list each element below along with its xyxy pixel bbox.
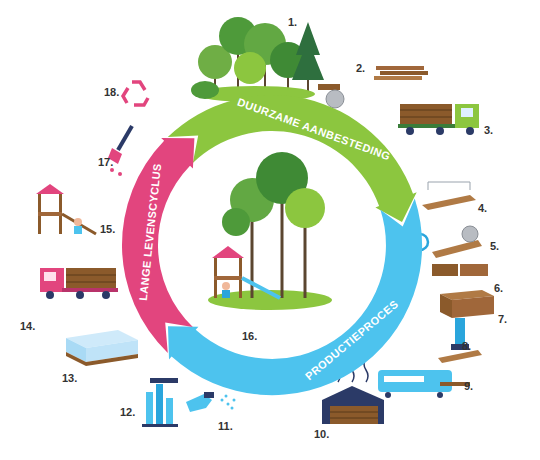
paint-brush-icon — [108, 126, 132, 176]
press-icon — [438, 318, 482, 363]
callout-number: 9. — [464, 380, 473, 392]
beam-icon — [440, 290, 494, 318]
callout-number: 11. — [218, 420, 233, 432]
delivery-truck-icon — [40, 268, 118, 299]
logs-icon — [374, 66, 428, 80]
callout-number: 10. — [314, 428, 329, 440]
band-arrow — [168, 199, 422, 396]
callout-number: 8. — [462, 340, 471, 352]
spray-icon — [186, 392, 236, 412]
callout-number: 13. — [62, 372, 77, 384]
band-arrow — [122, 138, 194, 353]
center-scene — [208, 152, 332, 310]
callout-number: 15. — [100, 223, 115, 235]
callout-number: 5. — [490, 240, 499, 252]
truck-icon — [398, 104, 479, 135]
callout-number: 18. — [104, 86, 119, 98]
callout-number: 16. — [242, 330, 257, 342]
callout-number: 6. — [494, 282, 503, 294]
forest-icon — [191, 17, 344, 108]
pallet-icon — [66, 330, 138, 366]
callout-number: 4. — [478, 202, 487, 214]
band-arrow — [168, 95, 417, 222]
callout-number: 3. — [484, 124, 493, 136]
split-plank-icon — [432, 264, 488, 276]
callout-number: 14. — [20, 320, 35, 332]
machine-icon — [378, 370, 470, 398]
playground-icon — [36, 184, 96, 234]
test-bars-icon — [142, 378, 178, 427]
callout-number: 12. — [120, 406, 135, 418]
plank-icon — [422, 182, 476, 210]
callout-number: 7. — [498, 313, 507, 325]
callout-number: 1. — [288, 16, 297, 28]
recycle-icon — [123, 82, 148, 105]
cycle-band: LANGE LEVENSCYCLUS — [90, 63, 454, 427]
callout-number: 2. — [356, 62, 365, 74]
callout-number: 17. — [98, 156, 113, 168]
